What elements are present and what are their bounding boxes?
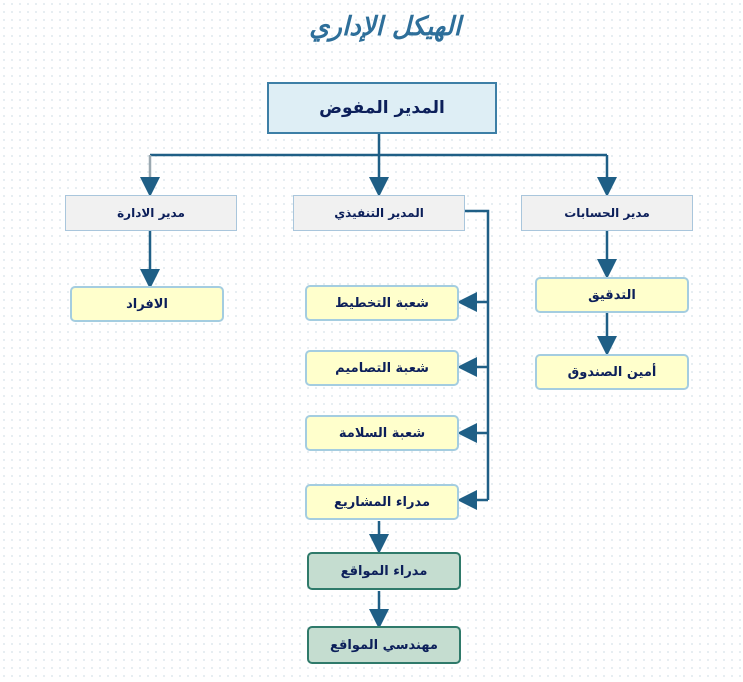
ceo-box: المدير المفوض <box>267 82 497 134</box>
audit-box: التدقيق <box>535 277 689 313</box>
chart-title: الهيكل الإداري <box>309 12 461 42</box>
site-engineers-box: مهندسي المواقع <box>307 626 461 664</box>
personnel-box: الافراد <box>70 286 224 322</box>
cashier-box: أمين الصندوق <box>535 354 689 390</box>
project-managers-box: مدراء المشاريع <box>305 484 459 520</box>
site-managers-box: مدراء المواقع <box>307 552 461 590</box>
design-box: شعبة التصاميم <box>305 350 459 386</box>
planning-box: شعبة التخطيط <box>305 285 459 321</box>
executive-manager-box: المدير التنفيذي <box>293 195 465 231</box>
admin-manager-box: مدير الادارة <box>65 195 237 231</box>
safety-box: شعبة السلامة <box>305 415 459 451</box>
accounts-manager-box: مدير الحسابات <box>521 195 693 231</box>
